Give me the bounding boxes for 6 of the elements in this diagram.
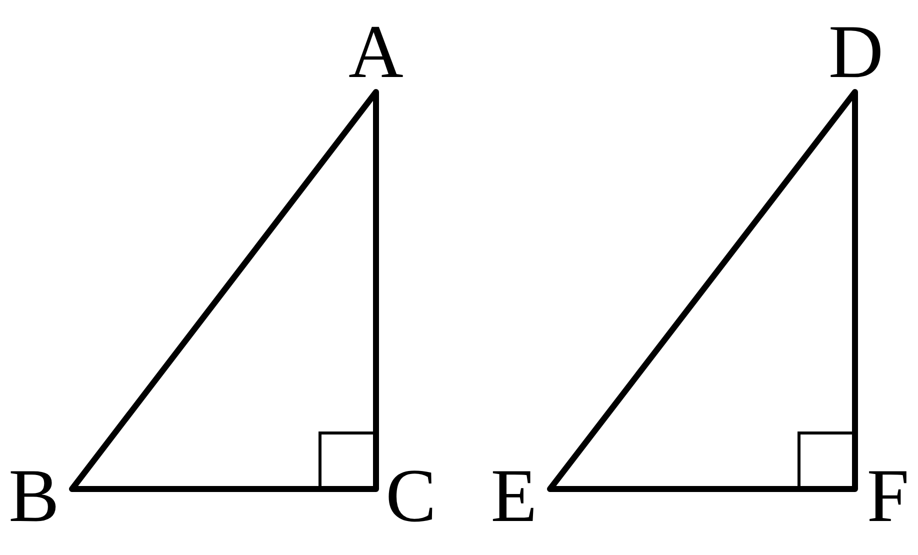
vertex-label: A bbox=[348, 14, 404, 90]
vertex-label: F bbox=[866, 458, 910, 534]
vertex-label: D bbox=[828, 14, 884, 90]
vertex-label: E bbox=[490, 458, 538, 534]
vertex-label: B bbox=[8, 458, 60, 534]
vertex-label: C bbox=[386, 458, 436, 534]
